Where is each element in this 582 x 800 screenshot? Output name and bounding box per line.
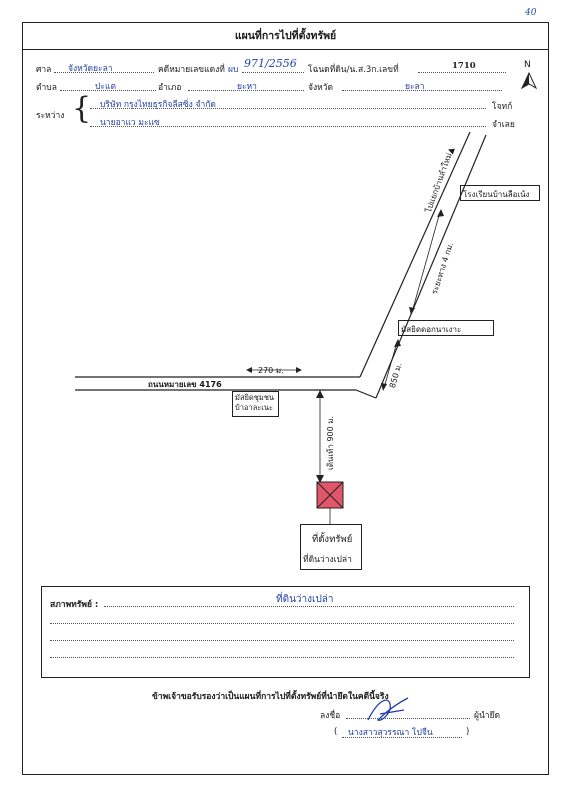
dist-4km-arrow-top xyxy=(437,209,444,217)
deed-label: โฉนดที่ดิน/น.ส.3ก.เลขที่ xyxy=(308,65,399,75)
dist-850-arrow-bottom xyxy=(381,383,387,391)
dist-4km-line xyxy=(411,211,441,313)
certify-text: ข้าพเจ้าขอรับรองว่าเป็นแผนที่การไปที่ตั้… xyxy=(152,692,389,702)
walk-arrow-bottom xyxy=(316,475,324,483)
plaintiff-label: โจทก์ xyxy=(492,102,513,112)
north-arrow-icon xyxy=(520,71,538,90)
condition-box xyxy=(41,586,530,678)
district-value: ยะหา xyxy=(237,82,257,92)
name-line xyxy=(342,737,462,738)
district-label: อำเภอ xyxy=(158,83,182,93)
dist-850-line xyxy=(383,341,398,389)
deed-value: 1710 xyxy=(452,61,476,71)
mosque2-label: มัสยิดชุมชน บ้าอาละเนะ xyxy=(235,393,275,412)
case-value: 971/2556 xyxy=(244,57,297,70)
province-label: จังหวัด xyxy=(308,83,334,93)
case-line xyxy=(242,72,304,73)
sign-line xyxy=(346,718,470,719)
diagonal-road-right-edge xyxy=(375,134,487,399)
condition-value: ที่ดินว่างเปล่า xyxy=(276,594,334,605)
condition-label: สภาพทรัพย์ : xyxy=(50,600,99,610)
dist-4km-arrow-bottom xyxy=(409,307,415,315)
location-label: ที่ตั้งทรัพย์ xyxy=(312,534,353,545)
sign-label: ลงชื่อ xyxy=(320,711,341,721)
mosque1-box xyxy=(398,320,494,336)
condition-line-1 xyxy=(104,606,514,607)
factory-box xyxy=(460,185,540,201)
brace: { xyxy=(72,91,92,126)
condition-line-4 xyxy=(50,657,514,658)
plaintiff-line xyxy=(90,108,486,109)
defendant-label: จำเลย xyxy=(492,120,515,130)
plaintiff-value: บริษัท กรุงไทยธุรกิจลีสซิ่ง จำกัด xyxy=(100,100,216,110)
court-value: จังหวัดยะลา xyxy=(68,64,113,74)
subdistrict-label: ตำบล xyxy=(36,83,57,93)
condition-line-3 xyxy=(50,640,514,641)
form-frame xyxy=(22,22,549,775)
deed-line xyxy=(418,72,506,73)
mosque2-box xyxy=(232,391,279,417)
page-title: แผนที่การไปที่ตั้งทรัพย์ xyxy=(22,22,549,50)
case-label: คดีหมายเลขแดงที่ xyxy=(158,65,225,75)
between-label: ระหว่าง xyxy=(36,111,65,121)
page-number: 40 xyxy=(525,8,537,18)
subdistrict-line xyxy=(60,90,156,91)
case-prefix: ผบ xyxy=(228,65,239,75)
junction-edge xyxy=(355,389,377,399)
north-arrow: N xyxy=(519,60,539,90)
paren-open: ( xyxy=(334,727,338,737)
province-line xyxy=(342,90,502,91)
district-line xyxy=(188,90,304,91)
province-value: ยะลา xyxy=(405,82,425,92)
main-road-label: ถนนหมายเลข 4176 xyxy=(148,380,222,389)
dist-850-arrow-top xyxy=(394,339,401,347)
walk-arrow-top xyxy=(316,390,324,398)
defendant-value: นายอาแว มะแซ xyxy=(100,118,160,128)
location-sub-label: ที่ดินว่างเปล่า xyxy=(303,555,352,565)
mosque1-label: มัสยิดดอกนาเงาะ xyxy=(401,325,462,334)
dist-270-arrow-right xyxy=(296,367,302,373)
north-label: N xyxy=(524,60,531,70)
location-box xyxy=(300,524,362,570)
diagonal-road-left-edge xyxy=(359,131,471,378)
court-line xyxy=(54,72,154,73)
dist-270-label: 270 ม. xyxy=(258,366,284,375)
court-label: ศาล xyxy=(36,65,52,75)
factory-label: โรงเรียนบ้านลือเน้ง xyxy=(463,190,530,199)
defendant-line xyxy=(90,126,486,127)
walk-label: เดินเท้า 900 ม. xyxy=(326,415,335,470)
signer-role: ผู้นำยึด xyxy=(474,711,501,721)
condition-line-2 xyxy=(50,623,514,624)
signature-mark xyxy=(367,697,409,721)
paren-close: ) xyxy=(466,727,470,737)
signer-name: นางสาวสุวรรณา โปจืน xyxy=(348,728,433,738)
dist-270-arrow-left xyxy=(246,367,252,373)
subdistrict-value: ปะแต xyxy=(95,82,116,92)
